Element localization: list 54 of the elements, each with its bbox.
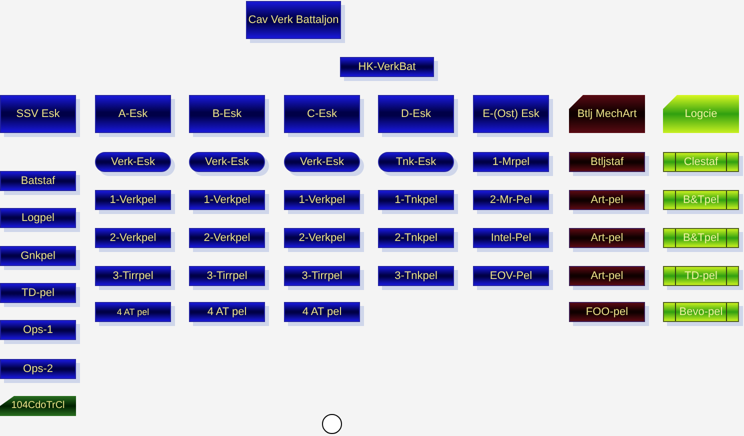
unit-label: Logpel: [21, 212, 55, 224]
unit-label: Tnk-Esk: [396, 156, 436, 168]
unit-label: EOV-Pel: [490, 270, 532, 282]
unit-label: B-Esk: [212, 108, 242, 120]
unit-label: 1-Mrpel: [492, 156, 530, 168]
unit-label: E-(Ost) Esk: [482, 108, 540, 120]
unit-label: Gnkpel: [20, 250, 56, 262]
unit-label: 1-Verkpel: [204, 194, 250, 206]
unit-label: Logcie: [684, 108, 718, 120]
unit-label: SSV Esk: [16, 108, 60, 120]
unit-label: 104CdoTrCl: [11, 400, 65, 412]
unit-label: TD-pel: [21, 286, 54, 300]
unit-label: Ops-2: [23, 362, 53, 376]
unit-label: 4 AT pel: [207, 306, 247, 318]
unit-label: 4 AT pel: [116, 306, 150, 318]
unit-label: FOO-pel: [586, 306, 628, 318]
unit-label: 2-Verkpel: [298, 232, 346, 244]
unit-label: 1-Verkpel: [110, 194, 156, 206]
unit-label: HK-VerkBat: [358, 60, 416, 74]
unit-label: C-Esk: [307, 108, 337, 120]
unit-label: A-Esk: [118, 108, 148, 120]
unit-label: Cav Verk Battaljon: [248, 14, 339, 26]
unit-label: 3-Tnkpel: [394, 270, 438, 282]
unit-label: B&Tpel: [682, 232, 720, 244]
unit-label: 2-Mr-Pel: [490, 194, 532, 206]
unit-label: Ops-1: [23, 324, 53, 336]
unit-label: 2-Tnkpel: [394, 232, 438, 244]
unit-label: Art-pel: [590, 270, 624, 282]
unit-label: 3-Tirrpel: [302, 270, 342, 282]
unit-label: Art-pel: [590, 194, 624, 206]
unit-label: Clestaf: [684, 156, 718, 168]
unit-box: [663, 95, 739, 133]
unit-label: Btlj MechArt: [577, 108, 637, 120]
unit-label: Bevo-pel: [679, 306, 723, 318]
unit-box: [569, 95, 645, 133]
unit-label: Btljstaf: [590, 156, 624, 168]
unit-label: Verk-Esk: [110, 156, 155, 168]
unit-label: B&Tpel: [682, 194, 720, 206]
unit-label: 2-Verkpel: [110, 232, 156, 244]
unit-label: TD-pel: [684, 270, 718, 282]
unit-label: 3-Tirrpel: [206, 270, 248, 282]
unit-label: 2-Verkpel: [204, 232, 250, 244]
unit-label: 1-Verkpel: [298, 194, 346, 206]
circle-shape: [322, 414, 342, 434]
unit-label: Verk-Esk: [204, 156, 249, 168]
unit-label: 1-Tnkpel: [394, 194, 438, 206]
unit-label: Art-pel: [590, 232, 624, 244]
unit-label: Batstaf: [20, 174, 56, 188]
unit-label: Intel-Pel: [490, 232, 532, 244]
unit-label: Verk-Esk: [300, 156, 344, 168]
unit-label: D-Esk: [401, 108, 431, 120]
unit-box: [0, 396, 76, 416]
unit-label: 3-Tirrpel: [112, 270, 154, 282]
unit-label: 4 AT pel: [302, 306, 342, 318]
